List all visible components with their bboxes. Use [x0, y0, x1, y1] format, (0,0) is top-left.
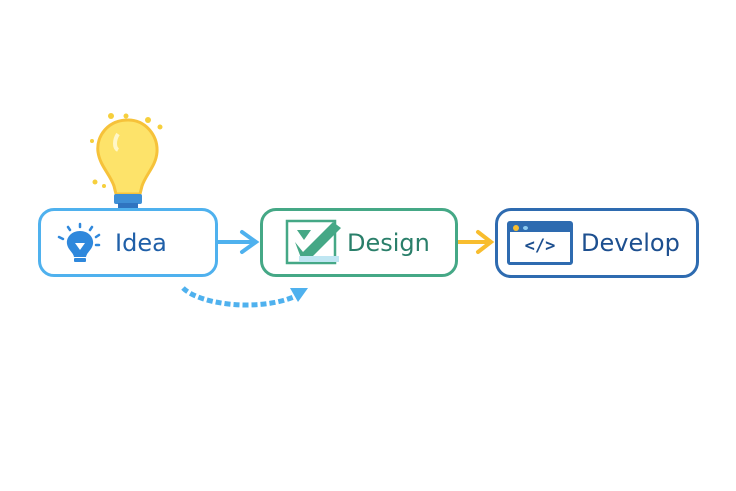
step-label-develop: Develop — [581, 229, 680, 257]
step-label-design: Design — [347, 228, 430, 257]
step-design: Design — [260, 208, 458, 277]
code-glyph: </> — [524, 236, 556, 256]
step-idea: Idea — [38, 208, 218, 277]
lightbulb-decoration-icon — [90, 113, 163, 208]
lightbulb-icon — [57, 222, 101, 262]
step-label-idea: Idea — [115, 228, 167, 257]
step-develop: </> Develop — [495, 208, 699, 278]
code-window-icon: </> — [507, 221, 573, 265]
arrow-design-to-develop — [450, 230, 495, 254]
dashed-arrow-idea-to-design — [181, 286, 308, 308]
pencil-sketch-icon — [285, 219, 341, 264]
